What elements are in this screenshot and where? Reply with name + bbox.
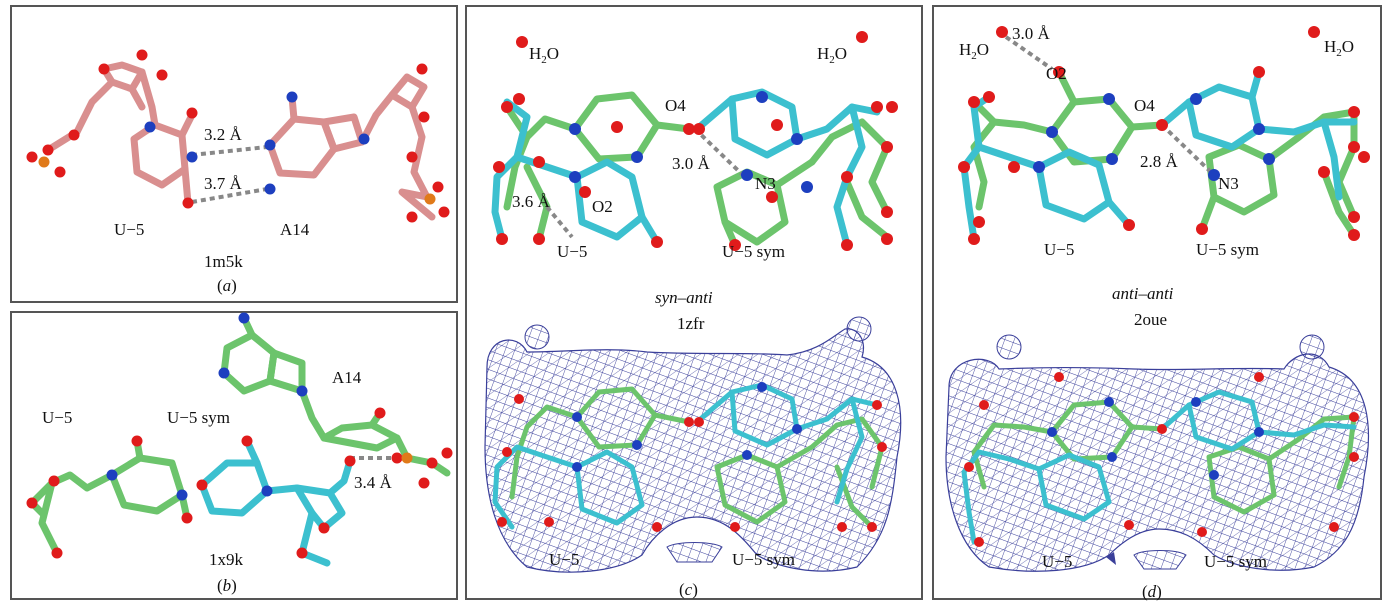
c-residue-right: U−5 sym <box>722 242 785 261</box>
b-pdb-id: 1x9k <box>209 550 244 569</box>
b-residue-top: A14 <box>332 368 362 387</box>
d-pdb-id: 2oue <box>1134 310 1167 329</box>
d-residue-left: U−5 <box>1044 240 1074 259</box>
b-residue-mid: U−5 sym <box>167 408 230 427</box>
c-o4-label: O4 <box>665 96 686 115</box>
b-u5-sym-molecule <box>198 437 354 567</box>
c-n3-label: N3 <box>755 174 776 193</box>
panel-b-structure: U−5 U−5 sym A14 3.4 Å 1x9k (b) <box>26 312 453 595</box>
a-hbonds <box>191 145 268 204</box>
c-water-left-atom <box>516 36 528 48</box>
c-atoms <box>493 91 898 251</box>
panel-c-structure: H2O H2O <box>484 31 902 599</box>
b-residue-left: U−5 <box>42 408 72 427</box>
c-mesh-atoms <box>497 382 887 532</box>
c-density-mesh <box>484 316 902 573</box>
d-distance-top: 3.0 Å <box>1012 24 1051 43</box>
a-distance-top: 3.2 Å <box>204 125 243 144</box>
a-caption: (a) <box>217 276 237 295</box>
panel-d: H2O H2O 3.0 Å <box>932 5 1382 601</box>
a-atoms <box>26 49 450 223</box>
d-caption: (d) <box>1142 582 1162 601</box>
c-conformation: syn–anti <box>655 288 713 307</box>
d-mesh-residue-right: U−5 sym <box>1204 552 1267 571</box>
c-distance-right: 3.0 Å <box>672 154 711 173</box>
c-mesh-residue-right: U−5 sym <box>732 550 795 569</box>
a-pdb-id: 1m5k <box>204 252 243 271</box>
d-distance-mid: 2.8 Å <box>1140 152 1179 171</box>
a-distance-bottom: 3.7 Å <box>204 174 243 193</box>
c-water-right-label: H2O <box>817 44 847 66</box>
d-residue-right: U−5 sym <box>1196 240 1259 259</box>
u5-molecule <box>44 61 196 207</box>
d-water-right-label: H2O <box>1324 37 1354 59</box>
c-hbonds <box>545 127 749 239</box>
d-density-mesh <box>945 334 1369 572</box>
d-o4-label: O4 <box>1134 96 1155 115</box>
d-water-right-atom <box>1308 26 1320 38</box>
c-mesh-residue-left: U−5 <box>549 550 579 569</box>
b-u5-molecule <box>28 437 191 557</box>
c-pdb-id: 1zfr <box>677 314 705 333</box>
d-n3-label: N3 <box>1218 174 1239 193</box>
c-o2-label: O2 <box>592 197 613 216</box>
d-conformation: anti–anti <box>1112 284 1174 303</box>
c-caption: (c) <box>679 580 698 599</box>
panel-d-structure: H2O H2O 3.0 Å <box>945 24 1370 601</box>
panel-c: H2O H2O <box>465 5 923 600</box>
a-residue-right: A14 <box>280 220 310 239</box>
b-atoms <box>26 312 453 559</box>
c-water-left-label: H2O <box>529 44 559 66</box>
b-a14-molecule <box>220 314 451 477</box>
d-water-left-label: H2O <box>959 40 989 62</box>
d-o2-label: O2 <box>1046 64 1067 83</box>
a-residue-left: U−5 <box>114 220 144 239</box>
d-mesh-residue-left: U−5 <box>1042 552 1072 571</box>
panel-a: 3.2 Å 3.7 Å U−5 A14 1m5k (a) <box>10 5 458 303</box>
panel-b: U−5 U−5 sym A14 3.4 Å 1x9k (b) <box>10 311 458 600</box>
d-water-left-atom <box>996 26 1008 38</box>
d-hbond-water <box>1004 35 1054 71</box>
b-caption: (b) <box>217 576 237 595</box>
b-distance: 3.4 Å <box>354 473 393 492</box>
c-water-right-atom <box>856 31 868 43</box>
c-green-molecule <box>503 91 891 249</box>
d-atoms <box>958 66 1370 245</box>
d-mesh-atoms <box>964 372 1359 547</box>
panel-a-structure: 3.2 Å 3.7 Å U−5 A14 1m5k (a) <box>26 49 450 295</box>
c-residue-left: U−5 <box>557 242 587 261</box>
d-hbond-mid <box>1160 123 1216 177</box>
c-distance-left: 3.6 Å <box>512 192 551 211</box>
